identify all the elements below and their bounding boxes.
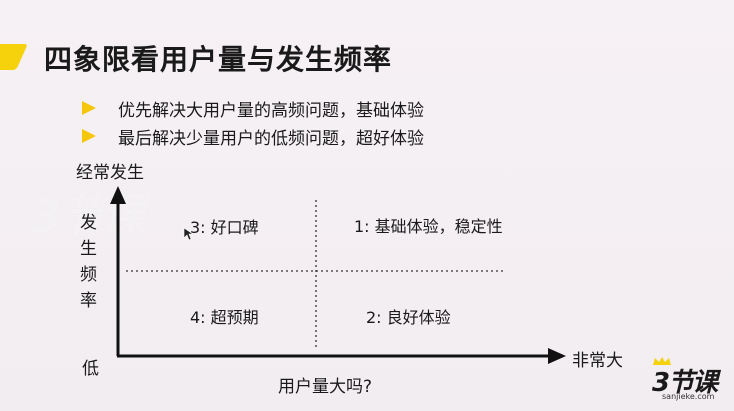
quadrant-bottom-left: 4: 超预期 bbox=[190, 308, 259, 327]
bullet-arrow-icon bbox=[82, 129, 96, 143]
mouse-cursor-icon bbox=[183, 227, 193, 241]
y-axis-label-char: 发 bbox=[80, 213, 97, 233]
quadrant-top-right: 1: 基础体验，稳定性 bbox=[354, 217, 503, 236]
y-axis-label-char: 率 bbox=[80, 291, 97, 311]
bullet-text: 优先解决大用户量的高频问题，基础体验 bbox=[118, 100, 424, 121]
logo-text: 3节课 bbox=[652, 368, 718, 398]
bullet-list: 优先解决大用户量的高频问题，基础体验 最后解决少量用户的低频问题，超好体验 bbox=[82, 94, 424, 150]
crown-icon bbox=[653, 357, 671, 365]
y-axis-label-char: 生 bbox=[80, 239, 97, 259]
y-axis-label-char: 频 bbox=[80, 265, 97, 285]
y-axis-arrow-icon bbox=[110, 186, 126, 204]
logo-subtext: sanjieke.com bbox=[662, 392, 715, 401]
brand-logo: 3节课 sanjieke.com bbox=[652, 357, 722, 404]
x-axis-label: 用户量大吗? bbox=[278, 377, 373, 397]
x-axis-right-label: 非常大 bbox=[572, 351, 623, 371]
quadrant-top-left: 3: 好口碑 bbox=[190, 218, 259, 237]
y-axis-top-label: 经常发生 bbox=[76, 163, 144, 183]
bullet-arrow-icon bbox=[82, 101, 96, 115]
bullet-text: 最后解决少量用户的低频问题，超好体验 bbox=[118, 128, 424, 149]
bullet-item: 优先解决大用户量的高频问题，基础体验 bbox=[82, 94, 424, 122]
quadrant-bottom-right: 2: 良好体验 bbox=[366, 308, 451, 327]
x-axis-arrow-icon bbox=[548, 348, 566, 364]
y-axis-low-label: 低 bbox=[82, 359, 99, 379]
bullet-item: 最后解决少量用户的低频问题，超好体验 bbox=[82, 122, 424, 150]
watermark-logo: 3节课 bbox=[30, 189, 146, 243]
slide-title: 四象限看用户量与发生频率 bbox=[44, 43, 393, 76]
